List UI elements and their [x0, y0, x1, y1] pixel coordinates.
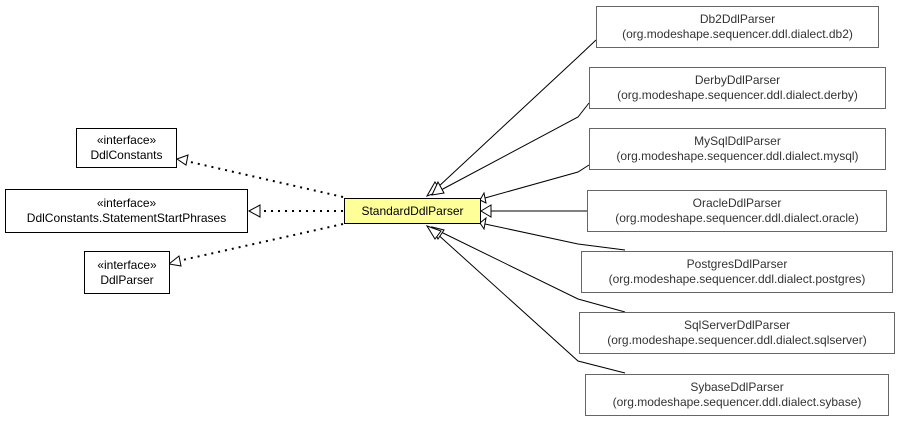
edge-db2-generalization	[436, 39, 597, 189]
class-package: (org.modeshape.sequencer.ddl.dialect.der…	[617, 88, 858, 102]
arrowhead-derby	[431, 180, 445, 196]
class-name: SqlServerDdlParser	[683, 318, 791, 332]
interface-name: DdlParser	[100, 272, 154, 287]
subclass-sybase-ddl-parser[interactable]: SybaseDdlParser (org.modeshape.sequencer…	[585, 374, 889, 416]
interface-stereotype: «interface»	[97, 257, 157, 272]
arrowhead-ddlconstants	[175, 154, 189, 166]
edge-sqlserver-generalization	[440, 231, 626, 313]
class-package: (org.modeshape.sequencer.ddl.dialect.mys…	[616, 149, 859, 163]
edge-postgres-generalization	[484, 223, 626, 251]
edge-ddlconstants-realization	[185, 160, 344, 198]
class-name: MySqlDdlParser	[694, 134, 781, 148]
subclass-db2-ddl-parser[interactable]: Db2DdlParser (org.modeshape.sequencer.dd…	[596, 6, 879, 48]
class-standard-ddl-parser[interactable]: StandardDdlParser	[344, 198, 481, 224]
subclass-postgres-ddl-parser[interactable]: PostgresDdlParser (org.modeshape.sequenc…	[581, 251, 893, 293]
subclass-sqlserver-ddl-parser[interactable]: SqlServerDdlParser (org.modeshape.sequen…	[579, 312, 895, 354]
edge-mysql-generalization	[484, 164, 590, 199]
class-package: (org.modeshape.sequencer.ddl.dialect.ora…	[615, 211, 859, 225]
arrowhead-sybase	[425, 225, 442, 240]
edge-sybase-generalization	[434, 231, 626, 374]
class-name: PostgresDdlParser	[686, 257, 788, 271]
interface-ddl-parser[interactable]: «interface» DdlParser	[84, 251, 170, 294]
arrowhead-ddlparser	[167, 255, 182, 267]
arrowhead-oracle	[480, 204, 492, 218]
arrowhead-statementstartphrases	[247, 204, 261, 218]
class-name: DerbyDdlParser	[694, 73, 781, 87]
interface-ddl-constants[interactable]: «interface» DdlConstants	[76, 128, 177, 168]
subclass-oracle-ddl-parser[interactable]: OracleDdlParser (org.modeshape.sequencer…	[587, 190, 887, 232]
class-package: (org.modeshape.sequencer.ddl.dialect.db2…	[622, 27, 853, 41]
arrowhead-postgres	[479, 216, 487, 231]
interface-stereotype: «interface»	[96, 133, 157, 147]
subclass-mysql-ddl-parser[interactable]: MySqlDdlParser (org.modeshape.sequencer.…	[589, 128, 886, 170]
edge-ddlparser-realization	[177, 223, 344, 262]
class-name: Db2DdlParser	[699, 12, 776, 26]
subclass-derby-ddl-parser[interactable]: DerbyDdlParser (org.modeshape.sequencer.…	[589, 67, 886, 109]
class-name: StandardDdlParser	[361, 203, 464, 218]
interface-statement-start-phrases[interactable]: «interface» DdlConstants.StatementStartP…	[5, 189, 248, 233]
arrowhead-mysql	[479, 191, 487, 204]
interface-name: DdlConstants	[90, 148, 163, 162]
class-name: OracleDdlParser	[692, 196, 782, 210]
class-package: (org.modeshape.sequencer.ddl.dialect.sql…	[607, 333, 867, 347]
interface-stereotype: «interface»	[96, 196, 157, 210]
interface-name: DdlConstants.StatementStartPhrases	[26, 211, 227, 225]
class-package: (org.modeshape.sequencer.ddl.dialect.pos…	[608, 272, 866, 286]
class-package: (org.modeshape.sequencer.ddl.dialect.syb…	[612, 395, 862, 409]
class-name: SybaseDdlParser	[690, 380, 784, 394]
edge-derby-generalization	[440, 102, 590, 191]
